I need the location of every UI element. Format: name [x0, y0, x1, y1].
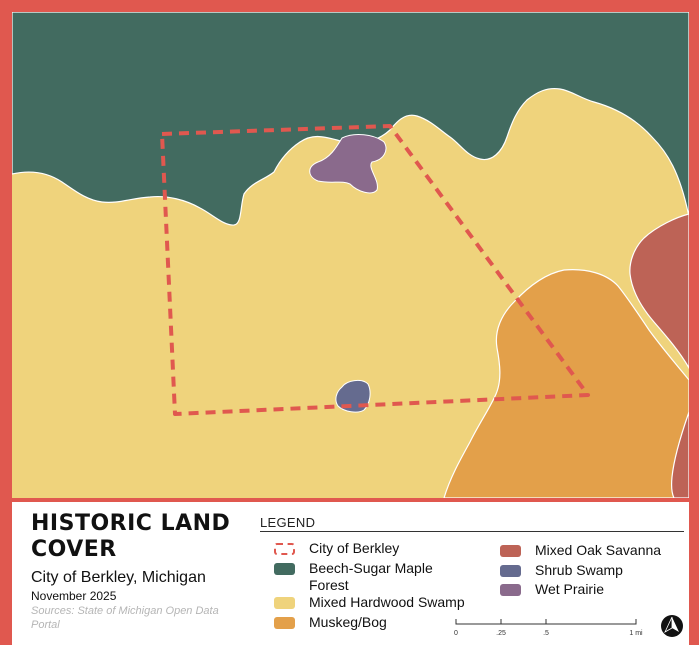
map-panel[interactable] — [12, 12, 689, 498]
scale-tick-label: 0 — [454, 630, 458, 637]
scale-tick-label: .25 — [496, 630, 506, 637]
city-of-berkley-boundary — [160, 124, 590, 416]
muskeg-bog-area — [443, 269, 689, 498]
north-arrow-icon — [660, 614, 684, 643]
legend-item-mixed-oak-savanna: Mixed Oak Savanna — [500, 542, 661, 559]
dashed-boundary-swatch — [274, 543, 295, 555]
legend-item-wet-prairie: Wet Prairie — [500, 581, 604, 598]
legend-label: Beech-Sugar Maple Forest — [309, 560, 433, 593]
legend-label: Muskeg/Bog — [309, 614, 387, 630]
legend-label: Mixed Hardwood Swamp — [309, 594, 465, 610]
beech-sugar-maple-forest-area — [12, 12, 689, 226]
scale-tick-label: 1 mi — [629, 630, 643, 637]
legend-label: Mixed Oak Savanna — [535, 542, 662, 558]
mixed-oak-savanna-area — [671, 411, 689, 498]
legend-swatch — [500, 565, 521, 577]
legend-item-mixed-hardwood-swamp: Mixed Hardwood Swamp — [274, 594, 465, 611]
scale-bar: 0 .25 .5 1 mi — [450, 615, 655, 644]
legend-rule — [260, 531, 684, 532]
legend-label: City of Berkley — [309, 540, 400, 556]
legend-item-muskeg-bog: Muskeg/Bog — [274, 614, 387, 631]
legend-swatch — [274, 617, 295, 629]
legend-swatch — [500, 584, 521, 596]
land-cover-map — [12, 12, 689, 498]
legend-swatch — [274, 597, 295, 609]
legend-item-beech-sugar-maple-forest: Beech-Sugar Maple Forest — [274, 560, 474, 594]
scale-tick-label: .5 — [543, 630, 549, 637]
legend-item-city-of-berkley: City of Berkley — [274, 540, 399, 557]
legend-label: Wet Prairie — [535, 581, 604, 597]
map-sources: Sources: State of Michigan Open Data Por… — [31, 605, 219, 631]
legend-title: LEGEND — [260, 515, 316, 530]
mixed-oak-savanna-area — [629, 213, 689, 370]
map-title: HISTORIC LAND COVER — [31, 511, 231, 562]
legend-label: Shrub Swamp — [535, 562, 623, 578]
map-date: November 2025 — [31, 589, 117, 603]
wet-prairie-area — [309, 134, 387, 194]
legend-swatch — [500, 545, 521, 557]
map-divider — [12, 498, 689, 502]
map-subtitle: City of Berkley, Michigan — [31, 569, 206, 586]
legend-item-shrub-swamp: Shrub Swamp — [500, 562, 623, 579]
legend-swatch — [274, 563, 295, 575]
